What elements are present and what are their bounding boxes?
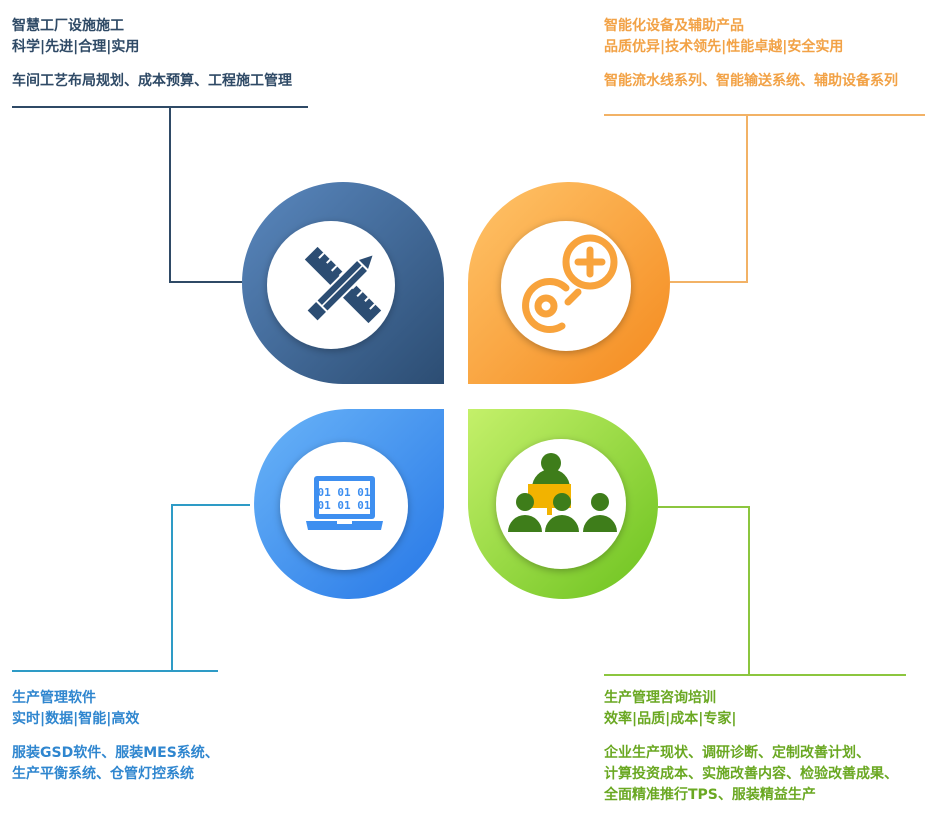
binary-row-2: 01 01 01 <box>318 499 371 512</box>
section-title: 智慧工厂设施施工 <box>12 18 124 34</box>
connector-top-right <box>604 114 925 283</box>
pencil-ruler-icon <box>304 246 382 324</box>
section-tags: 品质优异|技术领先|性能卓越|安全实用 <box>604 39 844 55</box>
section-description: 车间工艺布局规划、成本预算、工程施工管理 <box>12 73 292 89</box>
training-group-icon <box>508 453 617 532</box>
connector-bottom-left <box>12 504 250 672</box>
section-tags: 实时|数据|智能|高效 <box>12 711 140 727</box>
connector-top-left <box>12 106 308 283</box>
section-tags: 效率|品质|成本|专家| <box>604 711 737 727</box>
section-description-line-2: 计算投资成本、实施改善内容、检验改善成果、 <box>604 766 898 782</box>
section-title: 智能化设备及辅助产品 <box>604 18 744 34</box>
section-description-line-3: 全面精准推行TPS、服装精益生产 <box>604 787 816 803</box>
section-description-line-1: 企业生产现状、调研诊断、定制改善计划、 <box>604 745 870 761</box>
section-title: 生产管理咨询培训 <box>604 690 716 706</box>
connector-bottom-right <box>604 506 906 676</box>
section-tags: 科学|先进|合理|实用 <box>12 39 140 55</box>
binary-row-1: 01 01 01 <box>318 486 371 499</box>
chain-link-plus-icon <box>522 234 618 333</box>
section-description-line-1: 服装GSD软件、服装MES系统、 <box>12 745 219 761</box>
section-title: 生产管理软件 <box>12 690 96 706</box>
section-bottom-left-text: 生产管理软件 实时|数据|智能|高效 服装GSD软件、服装MES系统、 生产平衡… <box>12 688 219 785</box>
section-description-line-2: 生产平衡系统、仓管灯控系统 <box>12 766 194 782</box>
section-description: 智能流水线系列、智能输送系统、辅助设备系列 <box>604 73 898 89</box>
laptop-binary-icon: 01 01 01 01 01 01 <box>306 476 383 530</box>
section-top-left-text: 智慧工厂设施施工 科学|先进|合理|实用 车间工艺布局规划、成本预算、工程施工管… <box>12 16 292 92</box>
section-top-right-text: 智能化设备及辅助产品 品质优异|技术领先|性能卓越|安全实用 智能流水线系列、智… <box>604 16 898 92</box>
section-bottom-right-text: 生产管理咨询培训 效率|品质|成本|专家| 企业生产现状、调研诊断、定制改善计划… <box>604 688 898 806</box>
